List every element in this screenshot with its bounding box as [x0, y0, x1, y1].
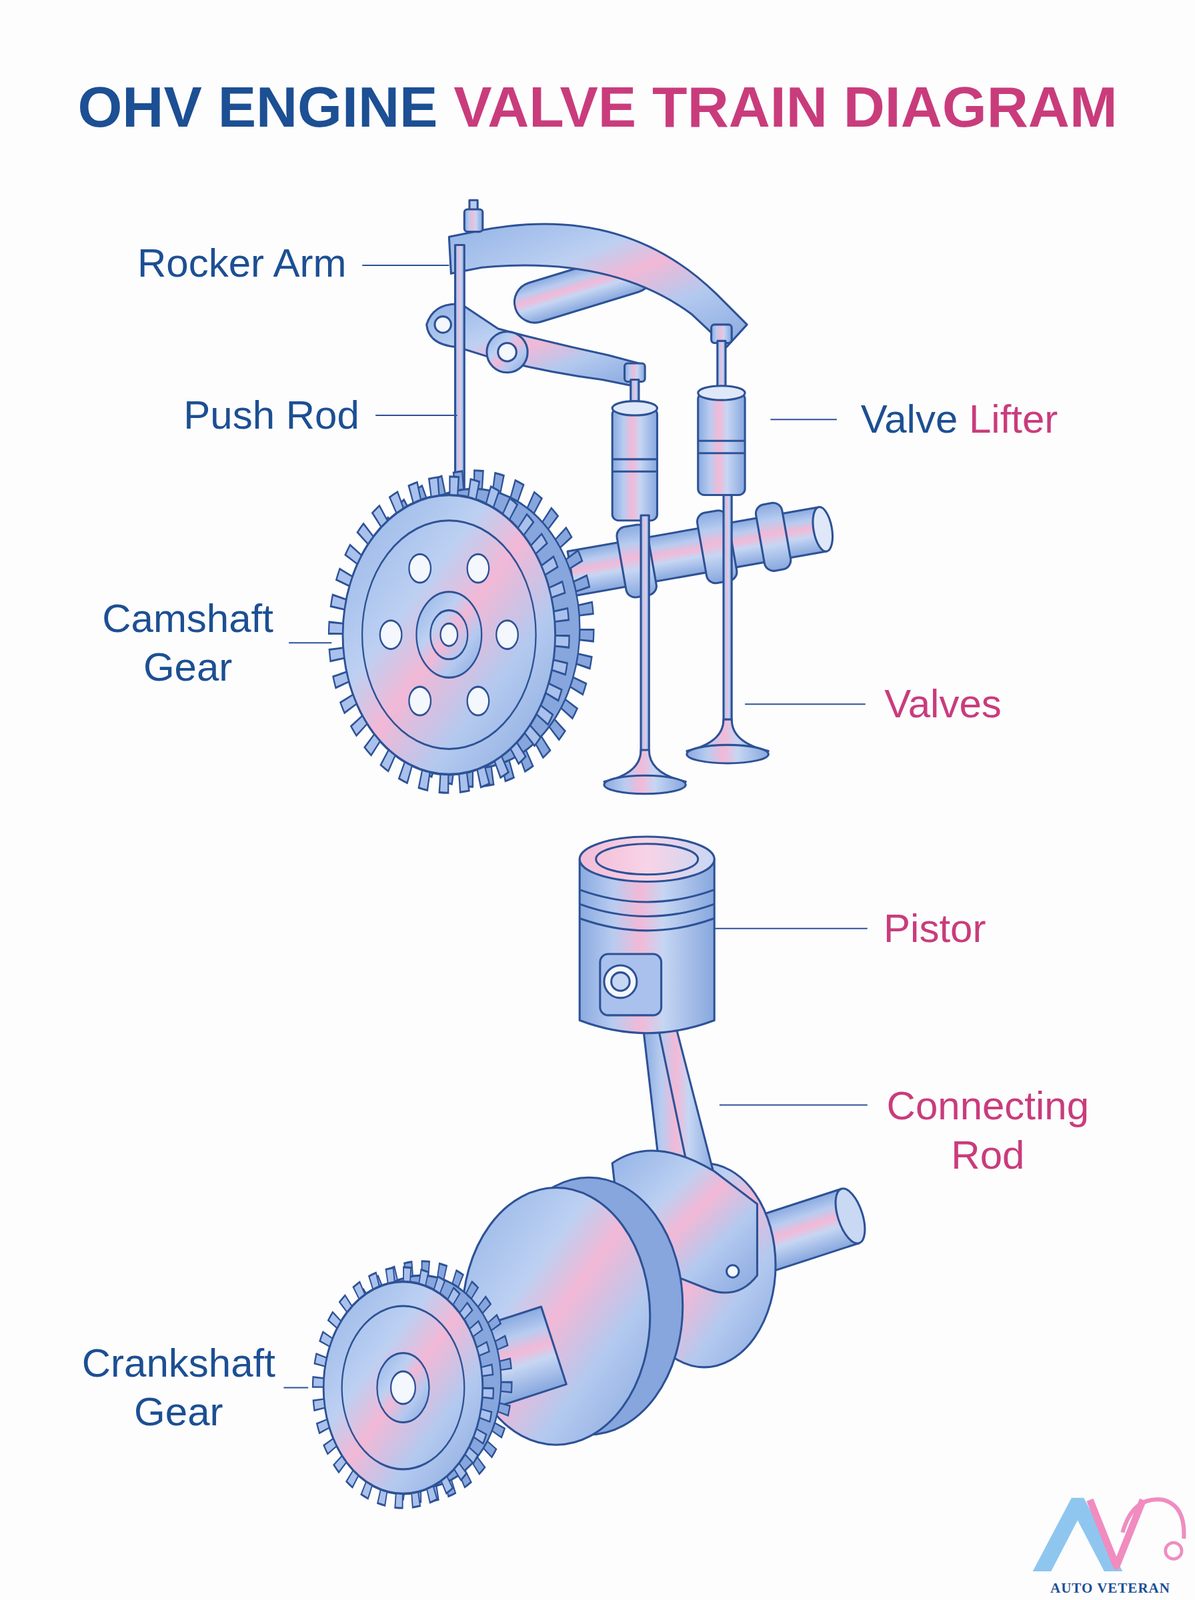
camshaft-gear	[467, 554, 490, 583]
part-label: Crankshaft Gear	[65, 1339, 293, 1437]
piston	[611, 972, 631, 992]
valve	[640, 515, 649, 756]
rocker-assembly	[464, 209, 483, 233]
rocker-assembly	[448, 224, 747, 348]
valve-lifter	[698, 392, 745, 495]
valve	[723, 494, 732, 725]
logo-mark	[1165, 1543, 1182, 1560]
camshaft-gear	[467, 686, 490, 716]
valve-lifter	[698, 386, 745, 401]
crankshaft-gear	[342, 1306, 465, 1470]
camshaft-gear	[336, 479, 587, 784]
leader-line	[375, 414, 457, 417]
rocker-assembly	[486, 332, 528, 373]
camshaft	[809, 505, 836, 553]
valve-lifter	[612, 408, 657, 521]
crankshaft-gear	[376, 1353, 429, 1423]
camshaft-gear	[440, 623, 459, 647]
camshaft-gear	[336, 486, 563, 785]
camshaft-gear	[496, 620, 519, 650]
crankshaft-gear	[318, 1275, 489, 1502]
camshaft-gear	[362, 520, 537, 750]
camshaft-gear	[336, 486, 563, 785]
rocker-assembly	[498, 342, 517, 362]
leader-line	[283, 1387, 309, 1389]
crankshaft-gear	[318, 1275, 489, 1502]
diagram-title: OHV ENGINE VALVE TRAIN DIAGRAM	[77, 75, 1117, 139]
title-block: OHV ENGINE VALVE TRAIN DIAGRAM	[0, 75, 1195, 139]
crankshaft-gear	[318, 1268, 507, 1502]
part-label: Rocker Arm	[102, 238, 383, 288]
camshaft	[564, 491, 838, 608]
valve-lifter	[698, 440, 745, 453]
piston	[579, 836, 715, 882]
crankshaft	[829, 1185, 871, 1248]
piston	[600, 954, 662, 1016]
camshaft-gear	[342, 494, 556, 775]
leader-line	[283, 265, 867, 1388]
valve	[604, 494, 769, 794]
leader-line	[719, 1104, 868, 1107]
valve	[604, 775, 686, 795]
camshaft	[615, 523, 659, 599]
camshaft-gear	[408, 554, 431, 583]
part-label: Push Rod	[131, 390, 412, 440]
valve-lifter	[612, 459, 657, 472]
piston	[579, 859, 715, 1034]
camshaft-gear	[430, 610, 468, 659]
piston	[604, 965, 637, 999]
valve-lifter	[612, 401, 657, 416]
camshaft-gear	[408, 686, 431, 716]
valve	[686, 744, 769, 764]
logo-mark	[1032, 1498, 1123, 1572]
part-label: Pistor	[794, 904, 1075, 953]
camshaft	[754, 501, 793, 573]
piston	[596, 844, 699, 875]
crankshaft-gear	[318, 1275, 489, 1502]
leader-line	[288, 642, 332, 644]
part-label: Camshaft Gear	[78, 594, 299, 692]
watermark: AUTO VETERAN	[1010, 1581, 1195, 1597]
part-label: Connecting Rod	[874, 1081, 1101, 1179]
rocker-assembly	[434, 316, 451, 333]
crankshaft-gear	[323, 1281, 483, 1494]
camshaft-gear	[380, 620, 403, 650]
piston	[579, 836, 715, 1034]
rocker-assembly	[426, 200, 748, 411]
camshaft-gear	[416, 592, 482, 679]
logo-mark	[1122, 1499, 1184, 1540]
part-label: Valve Lifter	[860, 394, 1059, 444]
crankshaft-gear	[390, 1371, 416, 1405]
piston	[579, 890, 715, 931]
connecting-rod	[726, 1265, 739, 1278]
leader-line	[362, 264, 449, 267]
logo-mark	[1032, 1498, 1185, 1572]
camshaft-gear	[336, 486, 563, 785]
leader-line	[714, 928, 868, 930]
part-label: Valves	[802, 679, 1083, 729]
leader-line	[770, 418, 837, 421]
leader-line	[744, 703, 866, 705]
